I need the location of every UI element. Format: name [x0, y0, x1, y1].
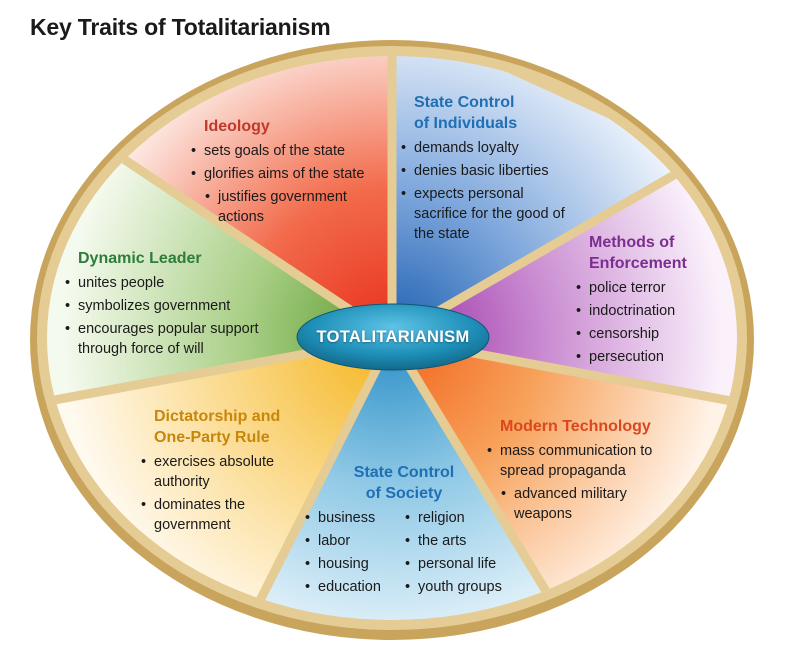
heading-line: Enforcement: [589, 255, 687, 272]
methods-enforcement-text: Methods of Enforcement police terror ind…: [575, 232, 735, 370]
dynamic-leader-heading: Dynamic Leader: [78, 250, 202, 267]
heading-line: Dictatorship and: [154, 408, 281, 425]
list-item: persecution: [575, 347, 735, 367]
list-item: mass communication to spread propaganda: [486, 441, 685, 481]
list-item: youth groups: [404, 577, 524, 597]
list-item: demands loyalty: [400, 138, 580, 158]
list-item: censorship: [575, 324, 735, 344]
list-item: business: [304, 508, 404, 528]
list-item: housing: [304, 554, 404, 574]
list-item: police terror: [575, 278, 735, 298]
state-control-individuals-heading: State Control of Individuals: [414, 92, 580, 134]
heading-line: Methods of: [589, 234, 675, 251]
list-item: symbolizes government: [64, 296, 304, 316]
list-item: religion: [404, 508, 524, 528]
state-control-society-text: State Control of Society business labor …: [304, 462, 524, 600]
list-item: exercises absolute authority: [140, 452, 304, 492]
list-item: glorifies aims of the state: [190, 164, 390, 184]
list-item: advanced military weapons: [500, 484, 664, 524]
modern-technology-text: Modern Technology mass communication to …: [486, 416, 696, 527]
list-item: education: [304, 577, 404, 597]
center-label: TOTALITARIANISM: [316, 327, 470, 346]
list-item: justifies government actions: [204, 187, 378, 227]
list-item: indoctrination: [575, 301, 735, 321]
ideology-text: Ideology sets goals of the state glorifi…: [190, 116, 390, 230]
dictatorship-text: Dictatorship and One-Party Rule exercise…: [140, 406, 320, 538]
heading-line: of Society: [365, 485, 443, 502]
ideology-heading: Ideology: [204, 118, 270, 135]
heading-line: State Control: [353, 464, 455, 481]
list-item: personal life: [404, 554, 524, 574]
heading-line: of Individuals: [414, 115, 518, 132]
page-title: Key Traits of Totalitarianism: [30, 14, 331, 40]
list-item: labor: [304, 531, 404, 551]
list-item: unites people: [64, 273, 304, 293]
state-control-individuals-text: State Control of Individuals demands loy…: [400, 92, 580, 247]
list-item: denies basic liberties: [400, 161, 580, 181]
list-item: sets goals of the state: [190, 141, 390, 161]
list-item: dominates the government: [140, 495, 284, 535]
modern-technology-heading: Modern Technology: [500, 418, 651, 435]
dynamic-leader-text: Dynamic Leader unites people symbolizes …: [64, 248, 304, 362]
dictatorship-heading: Dictatorship and One-Party Rule: [154, 406, 320, 448]
list-item: the arts: [404, 531, 524, 551]
list-item: encourages popular support through force…: [64, 319, 303, 359]
methods-enforcement-heading: Methods of Enforcement: [589, 232, 735, 274]
heading-line: One-Party Rule: [154, 429, 270, 446]
list-item: expects personal sacrifice for the good …: [400, 184, 569, 244]
heading-line: State Control: [414, 94, 515, 111]
state-control-society-heading: State Control of Society: [284, 462, 524, 504]
